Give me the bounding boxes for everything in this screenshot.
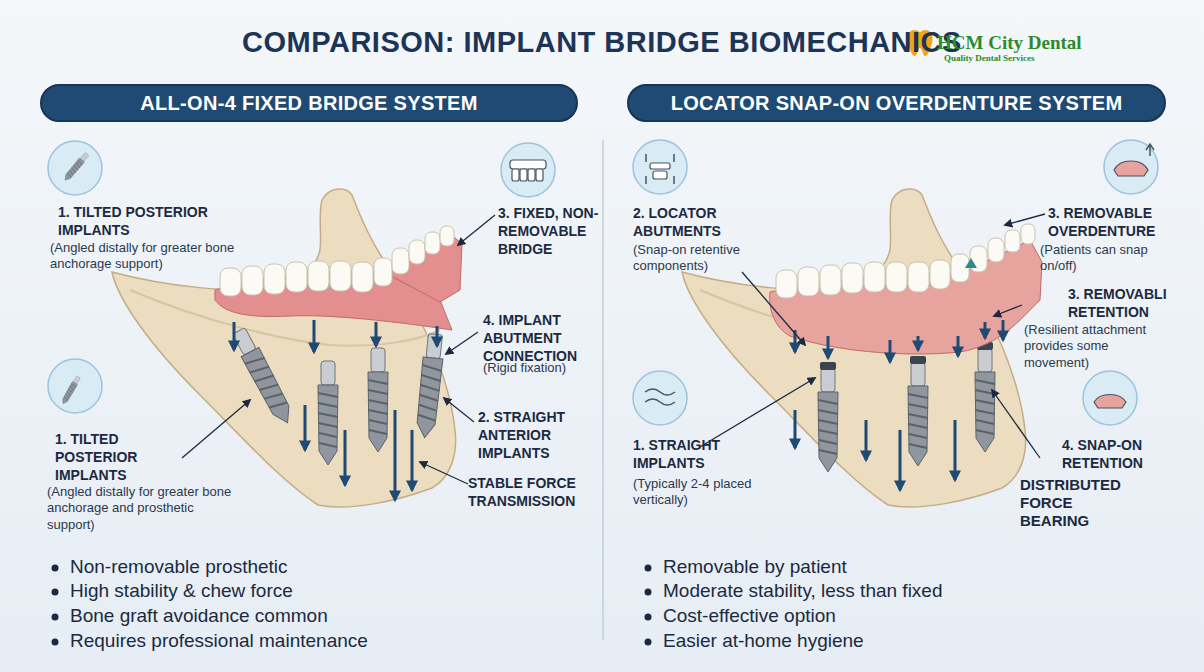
callout-label: 4. SNAP-ON RETENTION bbox=[1062, 436, 1172, 472]
feature-bullet: High stability & chew force bbox=[70, 580, 293, 602]
callout-label: 1. STRAIGHT IMPLANTS bbox=[633, 436, 753, 472]
feature-bullet: Removable by patient bbox=[663, 556, 847, 578]
callout-note: (Typically 2-4 placed vertically) bbox=[633, 476, 758, 509]
band-title: LOCATOR SNAP-ON OVERDENTURE SYSTEM bbox=[671, 92, 1123, 115]
feature-bullet: Non-removable prosthetic bbox=[70, 556, 288, 578]
callout-label: 3. REMOVABLI RETENTION bbox=[1068, 285, 1178, 321]
header-band: LOCATOR SNAP-ON OVERDENTURE SYSTEM bbox=[627, 84, 1166, 122]
callout-label: 3. REMOVABLE OVERDENTURE bbox=[1048, 204, 1173, 240]
callout-label: 4. IMPLANT ABUTMENT CONNECTION bbox=[483, 311, 595, 366]
brand-logo: HCM City Dental bbox=[937, 32, 1082, 54]
callout-label: 2. STRAIGHT ANTERIOR IMPLANTS bbox=[478, 408, 590, 463]
callout-note: (Angled distally for greater bone anchor… bbox=[50, 240, 240, 273]
callout-label: 1. TILTED POSTERIOR IMPLANTS bbox=[58, 203, 218, 239]
callout-note: (Snap-on retentive components) bbox=[633, 242, 758, 275]
feature-bullet: Requires professional maintenance bbox=[70, 630, 368, 652]
callout-note: (Angled distally for greater bone anchor… bbox=[47, 484, 237, 533]
brand-tagline: Quality Dental Services bbox=[944, 53, 1035, 63]
feature-bullet: Easier at-home hygiene bbox=[663, 630, 864, 652]
force-label: STABLE FORCE TRANSMISSION bbox=[468, 474, 593, 510]
band-title: ALL-ON-4 FIXED BRIDGE SYSTEM bbox=[140, 92, 477, 115]
feature-bullet: Moderate stability, less than fixed bbox=[663, 580, 943, 602]
callout-note: (Rigid fixation) bbox=[483, 360, 603, 376]
header-band: ALL-ON-4 FIXED BRIDGE SYSTEM bbox=[40, 84, 578, 122]
feature-bullet: Bone graft avoidance common bbox=[70, 605, 328, 627]
force-label: DISTRIBUTED FORCE BEARING bbox=[1020, 476, 1138, 530]
callout-label: 2. LOCATOR ABUTMENTS bbox=[633, 204, 743, 240]
feature-bullet: Cost-effective option bbox=[663, 605, 836, 627]
callout-note: (Patients can snap on/off) bbox=[1040, 242, 1170, 275]
callout-label: 3. FIXED, NON-REMOVABLE BRIDGE bbox=[498, 204, 610, 259]
callout-label: 1. TILTED POSTERIOR IMPLANTS bbox=[55, 430, 155, 485]
callout-note: (Resilient attachment provides some move… bbox=[1024, 322, 1174, 371]
